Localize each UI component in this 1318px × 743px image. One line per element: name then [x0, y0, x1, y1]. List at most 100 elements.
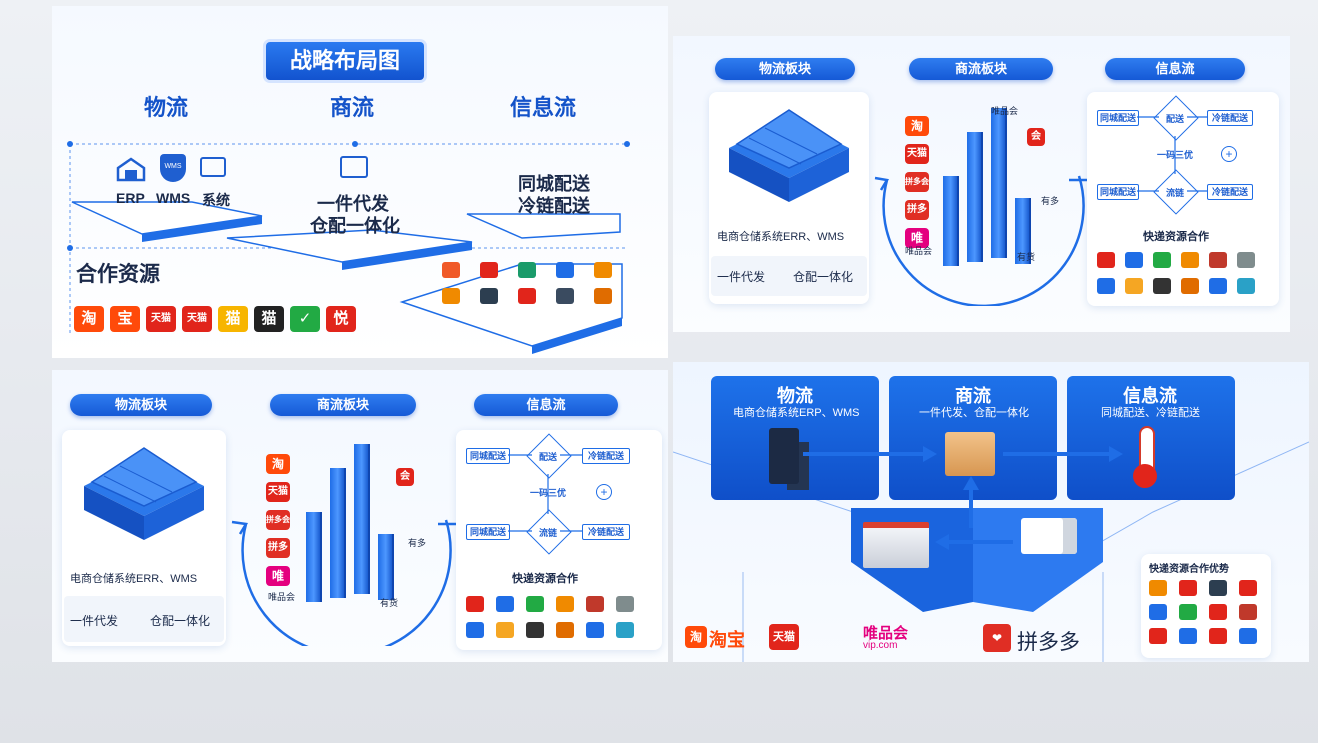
flow-arrows: [508, 454, 582, 532]
brand-logo: 天猫: [905, 144, 929, 164]
express-logo-icon: [1149, 580, 1167, 596]
commerce-bar: [378, 534, 392, 600]
erp-label: ERP: [116, 190, 145, 206]
flow-cold-chain: 冷链配送: [1207, 110, 1253, 126]
warehouse-delivery-label: 仓配一体化: [310, 216, 400, 236]
express-logo-icon: [466, 622, 484, 638]
info-module-pill: 信息流: [474, 394, 618, 416]
flow-cold-chain-2: 冷链配送: [582, 524, 630, 540]
warehouse-illustration: [729, 109, 849, 202]
express-logo-icon: [1125, 252, 1143, 268]
module-button-row: [64, 596, 224, 642]
commerce-module-pill: 商流板块: [270, 394, 416, 416]
express-logo-grid: [1097, 252, 1273, 302]
express-logo-icon: [1181, 278, 1199, 294]
truck-icon: [442, 262, 460, 278]
express-logo-icon: [496, 596, 514, 612]
truck-icon: [1021, 518, 1077, 554]
express-logo-icon: [1179, 604, 1197, 620]
partner-logo: 宝: [110, 306, 140, 332]
commerce-bar-chart: [943, 108, 1053, 266]
brand-logo: 拼多: [905, 200, 929, 220]
strategy-background: [67, 141, 630, 354]
commerce-subheading: 一件代发、仓配一体化: [919, 407, 1029, 419]
tmall-icon: 天猫: [769, 624, 799, 650]
commerce-bar-chart: [306, 444, 416, 602]
logistics-subheading: 电商仓储系统ERP、WMS: [733, 407, 860, 419]
vip-domain: vip.com: [863, 640, 898, 651]
commerce-bar: [943, 176, 957, 266]
express-logo-icon: [1153, 252, 1171, 268]
warehouse-delivery-button[interactable]: 仓配一体化: [150, 614, 211, 628]
dropship-button[interactable]: 一件代发: [70, 614, 119, 628]
brand-logo: 拼多: [266, 538, 290, 558]
express-logo-icon: [1097, 278, 1115, 294]
partner-logo: 猫: [254, 306, 284, 332]
partner-logo: 天猫: [182, 306, 212, 332]
brand-logo: 唯: [266, 566, 290, 586]
express-logo-icon: [1209, 278, 1227, 294]
commerce-heading: 商流: [955, 386, 991, 406]
wms-label: WMS: [156, 190, 191, 206]
partner-logo: 悦: [326, 306, 356, 332]
logistics-module-pill: 物流板块: [715, 58, 855, 80]
brand-logo: 淘: [905, 116, 929, 136]
express-logo-icon: [1149, 604, 1167, 620]
express-logo-icon: [1179, 580, 1197, 596]
partner-logo: 天猫: [146, 306, 176, 332]
warehouse-icon: [116, 157, 146, 182]
module-button-row: [711, 256, 867, 296]
express-advantage-title: 快递资源合作优势: [1149, 564, 1229, 575]
warehouse-delivery-button[interactable]: 仓配一体化: [793, 270, 854, 284]
warehouse-system-label: 电商仓储系统ERR、WMS: [70, 573, 198, 585]
info-subheading: 同城配送、冷链配送: [1101, 407, 1200, 419]
brand-logo: 天猫: [266, 482, 290, 502]
express-logo-icon: [556, 622, 574, 638]
module-panel-top: 物流板块 商流板块 信息流 电商仓储系统ERR、WMS 一件代发 仓配一体化 淘…: [673, 36, 1290, 332]
clock-truck-icon: [556, 262, 574, 278]
flow-city-delivery-2: 同城配送: [466, 524, 510, 540]
you-duo-label: 有多: [1041, 196, 1060, 206]
fengyi-icon: [594, 262, 612, 278]
flow-delivery-text: 配送: [1165, 114, 1184, 124]
chart-monitor-icon: [340, 156, 368, 178]
express-logo-icon: [586, 622, 604, 638]
flow-city-delivery: 同城配送: [466, 448, 510, 464]
express-logo-icon: [1239, 604, 1257, 620]
dropship-label: 一件代发: [317, 194, 389, 214]
vip-top-label: 唯品会: [991, 106, 1019, 116]
strategy-title: 战略布局图: [266, 42, 424, 80]
partner-logo-row: 淘宝天猫天猫猫猫✓悦: [74, 304, 374, 334]
express-logo-icon: [1097, 252, 1115, 268]
express-logo-icon: [1239, 628, 1257, 644]
flow-city-delivery: 同城配送: [1097, 110, 1139, 126]
express-logo-icon: [1179, 628, 1197, 644]
brand-logo: 唯: [905, 228, 929, 248]
strategy-panel: 战略布局图 物流 商流 信息流 WMS ERP WMS 系统 一件代发 仓配一体…: [52, 6, 668, 358]
vip-bottom-label: 唯品会: [268, 592, 296, 602]
express-logo-icon: [526, 622, 544, 638]
express-advantage-grid: [1149, 580, 1269, 656]
commerce-brand-list: 淘天猫拼多会拼多唯: [905, 116, 935, 256]
flow-cold-chain-2: 冷链配送: [1207, 184, 1253, 200]
express-logo-icon: [616, 596, 634, 612]
flow-delivery-text: 配送: [538, 452, 557, 462]
dropship-button[interactable]: 一件代发: [717, 270, 766, 284]
you-duo-label: 有多: [408, 538, 427, 548]
cold-chain-label: 冷链配送: [518, 196, 590, 216]
pinduoduo-icon: ❤: [983, 624, 1011, 652]
commerce-module-pill: 商流板块: [909, 58, 1053, 80]
taobao-icon: 淘: [685, 626, 707, 648]
partner-logo: 淘: [74, 306, 104, 332]
express-logo-icon: [466, 596, 484, 612]
you-huo-label: 有货: [380, 598, 399, 608]
express-logo-icon: [616, 622, 634, 638]
vip-label: 唯品会: [863, 625, 909, 642]
express-logo-icon: [1239, 580, 1257, 596]
commerce-bar: [354, 444, 368, 594]
truck-icon: [594, 288, 612, 304]
overview-arrows: [803, 446, 1123, 550]
commerce-bar: [991, 108, 1005, 258]
express-logo-icon: [1181, 252, 1199, 268]
express-logo-icon: [1209, 580, 1227, 596]
